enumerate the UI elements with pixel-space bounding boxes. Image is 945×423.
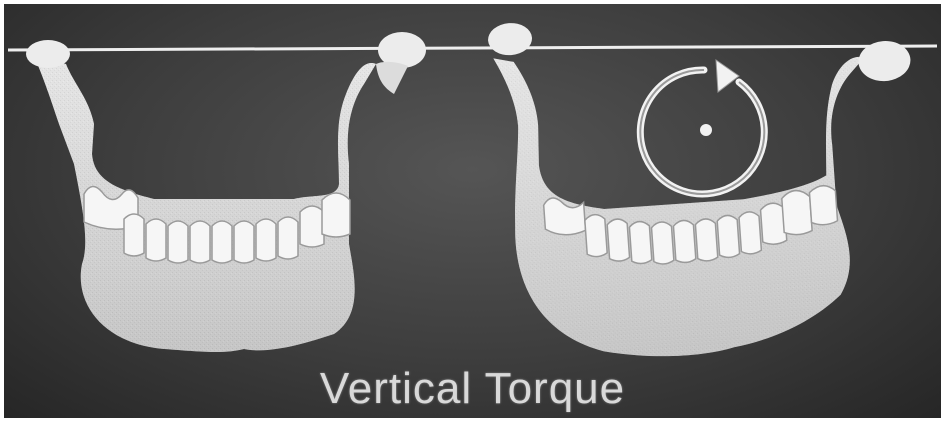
right-mandible	[487, 4, 930, 368]
caption: Vertical Torque	[4, 364, 941, 414]
rotation-center-point	[700, 124, 712, 136]
rotation-arrow-icon	[640, 60, 764, 194]
left-mandible	[26, 32, 426, 352]
left-condyle	[487, 22, 533, 57]
mandible-illustration	[4, 4, 941, 418]
reference-wire	[8, 46, 937, 50]
photo-panel: Vertical Torque	[4, 4, 941, 418]
left-condyle	[26, 40, 70, 68]
